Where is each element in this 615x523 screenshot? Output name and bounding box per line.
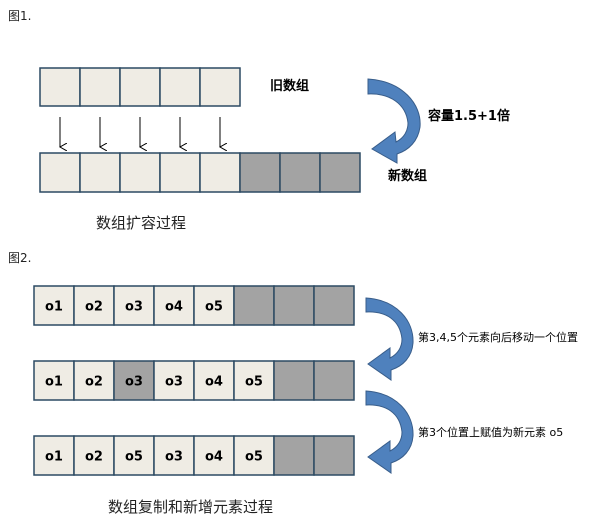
array-cell-value: o3 bbox=[125, 375, 143, 390]
array-cell-value: o5 bbox=[245, 375, 263, 390]
figure2-label: 图2. bbox=[8, 251, 31, 265]
array-cell-added bbox=[273, 360, 315, 401]
array-cell bbox=[233, 360, 275, 401]
figure1-caption: 数组扩容过程 bbox=[96, 214, 186, 232]
array-cell-value: o4 bbox=[205, 450, 223, 465]
step1-note: 第3,4,5个元素向后移动一个位置 bbox=[418, 330, 578, 344]
array-cell-value: o2 bbox=[85, 375, 103, 390]
array-cell bbox=[39, 152, 81, 193]
array-cell-value: o3 bbox=[165, 450, 183, 465]
array-cell-value: o3 bbox=[165, 375, 183, 390]
old-array-label: 旧数组 bbox=[270, 78, 309, 94]
array-cell-added bbox=[313, 360, 355, 401]
array-cell-value: o5 bbox=[125, 450, 143, 465]
array-row-1: o1 o2 o3 o4 o5 bbox=[33, 285, 355, 326]
array-cell bbox=[159, 152, 201, 193]
array-cell-added bbox=[279, 152, 321, 193]
array-cell-added bbox=[233, 285, 275, 326]
array-cell-value: o1 bbox=[45, 375, 63, 390]
capacity-label: 容量1.5+1倍 bbox=[427, 108, 510, 124]
array-cell bbox=[73, 435, 115, 476]
figure2-caption: 数组复制和新增元素过程 bbox=[108, 498, 273, 516]
copy-arrows bbox=[60, 117, 220, 147]
array-cell bbox=[79, 67, 121, 107]
array-cell-added bbox=[239, 152, 281, 193]
curved-arrow-icon bbox=[367, 78, 421, 164]
array-cell-added bbox=[313, 285, 355, 326]
array-cell bbox=[39, 67, 81, 107]
array-cell bbox=[153, 360, 195, 401]
array-cell-added bbox=[313, 435, 355, 476]
new-array bbox=[39, 152, 361, 193]
array-cell bbox=[119, 67, 161, 107]
array-cell-value: o2 bbox=[85, 450, 103, 465]
array-cell-value: o1 bbox=[45, 300, 63, 315]
array-cell-value: o5 bbox=[245, 450, 263, 465]
step2-note: 第3个位置上赋值为新元素 o5 bbox=[418, 425, 563, 439]
array-cell bbox=[199, 152, 241, 193]
array-cell bbox=[73, 360, 115, 401]
array-cell-value: o1 bbox=[45, 450, 63, 465]
array-cell bbox=[199, 67, 241, 107]
array-cell bbox=[159, 67, 201, 107]
curved-arrow-icon bbox=[365, 390, 414, 474]
array-cell bbox=[193, 285, 235, 326]
array-cell bbox=[119, 152, 161, 193]
array-cell-value: o4 bbox=[205, 375, 223, 390]
new-array-label: 新数组 bbox=[388, 168, 427, 184]
array-cell-value: o2 bbox=[85, 300, 103, 315]
array-cell-added bbox=[319, 152, 361, 193]
array-cell-value: o5 bbox=[205, 300, 223, 315]
array-cell bbox=[79, 152, 121, 193]
old-array bbox=[39, 67, 241, 107]
array-cell bbox=[153, 435, 195, 476]
figure1-label: 图1. bbox=[8, 9, 31, 23]
array-cell-value: o3 bbox=[125, 300, 143, 315]
curved-arrow-icon bbox=[365, 297, 414, 381]
array-cell-added bbox=[273, 435, 315, 476]
array-cell bbox=[113, 285, 155, 326]
array-cell-added bbox=[273, 285, 315, 326]
array-cell bbox=[193, 435, 235, 476]
array-row-2: o1 o2 o3 o3 o4 o5 bbox=[33, 360, 355, 401]
array-cell-value: o4 bbox=[165, 300, 183, 315]
array-row-3: o1 o2 o5 o3 o4 o5 bbox=[33, 435, 355, 476]
